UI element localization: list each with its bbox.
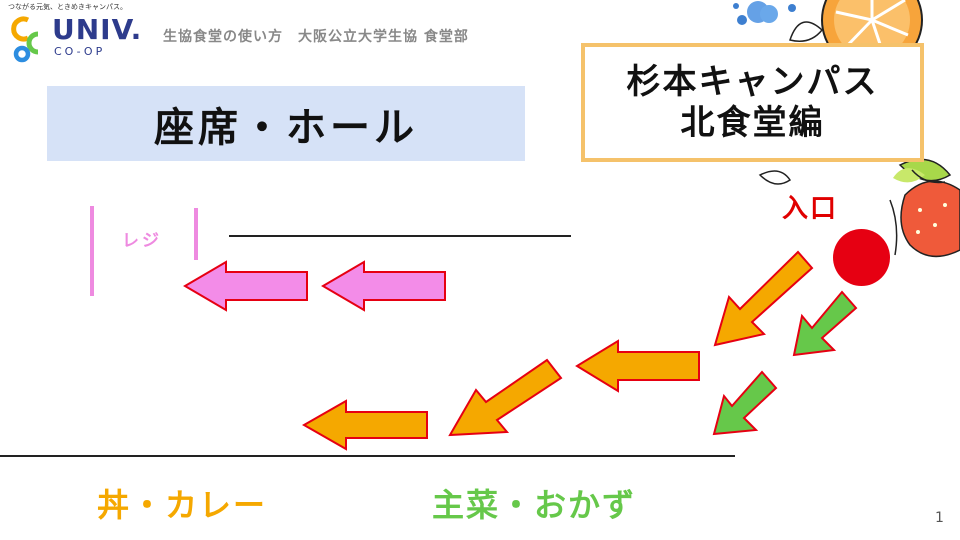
counter-line-top [229, 235, 571, 237]
orange-arrow-left-icon [575, 339, 700, 393]
campus-box: 杉本キャンパス 北食堂編 [581, 43, 924, 162]
register-label: レジ [122, 231, 162, 251]
logo-sub: CO-OP [54, 45, 106, 58]
page-number: 1 [935, 510, 944, 526]
counter-label-main-side: 主菜・おかず [432, 486, 637, 524]
logo-tagline: つながる元気、ときめきキャンパス。 [8, 3, 127, 11]
orange-arrow-left-icon [301, 399, 428, 451]
coop-mark-icon [11, 16, 39, 63]
register-area: レジ [90, 206, 200, 298]
register-bar-right [194, 208, 198, 260]
green-arrow-diagonal-icon [712, 370, 778, 436]
counter-label-don-curry: 丼・カレー [97, 486, 268, 524]
logo-brand: UNIV. [52, 13, 143, 46]
entrance-marker [833, 229, 890, 286]
counter-line-bottom [0, 455, 735, 457]
green-arrow-diagonal-icon [792, 290, 858, 357]
page-title: 座席・ホール [154, 104, 418, 151]
cafeteria-name: 北食堂編 [680, 102, 825, 143]
pink-arrow-left-icon [321, 260, 446, 312]
entrance-label: 入口 [782, 194, 839, 224]
campus-name: 杉本キャンパス [626, 61, 879, 102]
title-box: 座席・ホール [47, 86, 525, 161]
orange-arrow-diagonal-icon [713, 250, 814, 347]
pink-arrow-left-icon [183, 260, 308, 312]
orange-arrow-diagonal-icon [448, 358, 563, 437]
univ-coop-logo: つながる元気、ときめきキャンパス。 UNIV. CO-OP [8, 2, 148, 66]
register-bar-left [90, 206, 94, 296]
header-text: 生協食堂の使い方 大阪公立大学生協 食堂部 [163, 29, 469, 45]
